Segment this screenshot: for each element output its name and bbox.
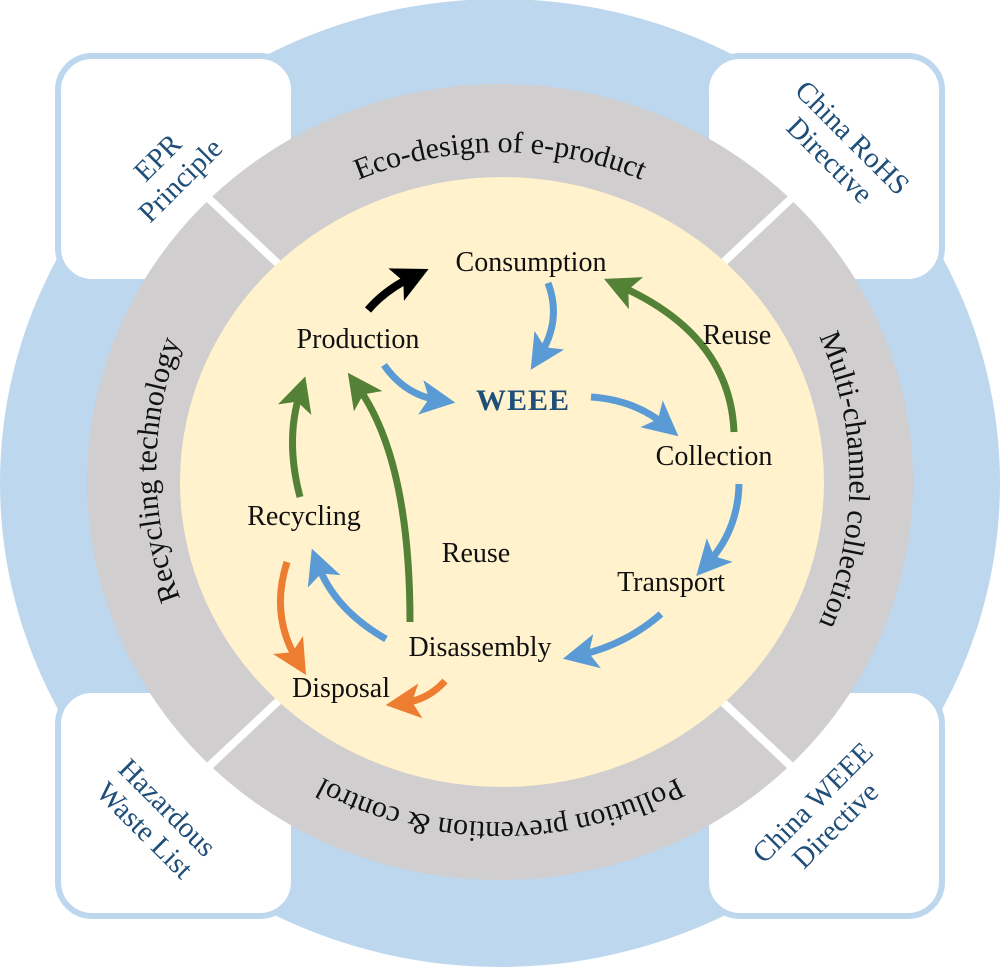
flow-arrows — [272, 268, 743, 719]
arrow-disassembly-to-disposal — [385, 678, 448, 719]
arrow-transport-to-disassembly — [562, 611, 664, 669]
node-consumption: Consumption — [456, 247, 607, 278]
arrow-recycling-to-production — [278, 376, 312, 498]
label-reuse-center: Reuse — [442, 538, 510, 569]
arrow-production-to-consumption — [364, 268, 429, 313]
arrow-weee-to-collection — [590, 393, 679, 437]
node-production: Production — [297, 324, 420, 355]
arrow-consumption-to-weee — [530, 281, 565, 370]
arrow-disassembly-reuse-to-production — [347, 372, 414, 623]
node-disassembly: Disassembly — [408, 632, 551, 663]
inner-circle — [180, 177, 824, 787]
arrow-collection-to-transport — [696, 483, 743, 576]
arrow-recycling-to-disposal — [272, 560, 306, 676]
node-transport: Transport — [617, 567, 725, 598]
ring-separators — [202, 192, 798, 773]
arrow-production-to-weee — [381, 362, 456, 415]
arrow-collection-reuse-to-consumption — [604, 277, 738, 433]
node-weee: WEEE — [476, 384, 570, 417]
node-collection: Collection — [656, 441, 773, 472]
node-recycling: Recycling — [247, 501, 361, 532]
label-reuse-right: Reuse — [703, 320, 771, 351]
arrow-disassembly-to-recycling — [307, 548, 388, 643]
node-disposal: Disposal — [292, 673, 390, 704]
